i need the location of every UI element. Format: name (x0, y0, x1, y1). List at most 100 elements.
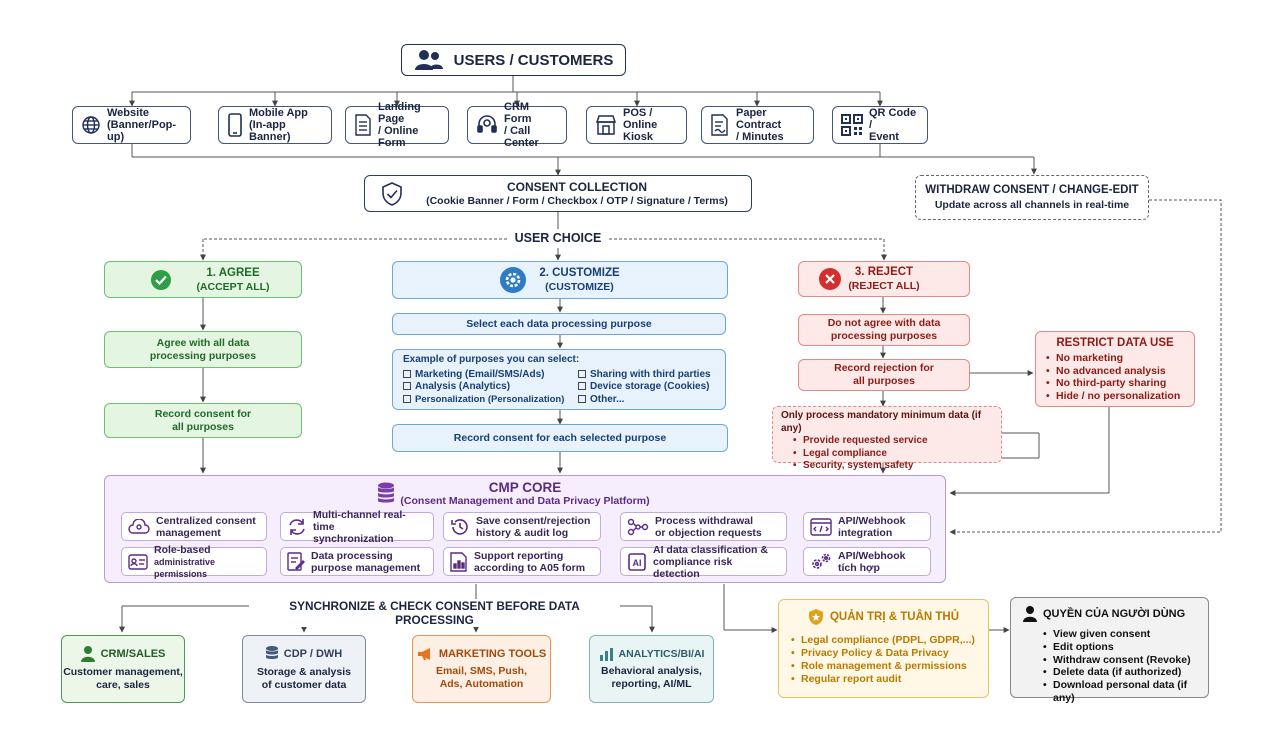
shield-star-icon (808, 608, 824, 626)
consent-collection-title: CONSENT COLLECTION (507, 179, 647, 194)
check-circle-icon (151, 269, 171, 290)
channel-line1: Website (107, 107, 149, 119)
mandatory-item: Provide requested service (793, 435, 993, 448)
database-icon (377, 482, 395, 504)
system-marketing-tools: MARKETING TOOLS Email, SMS, Push, Ads, A… (412, 635, 551, 703)
purpose-checkbox-item[interactable]: Analysis (Analytics) (403, 381, 578, 394)
reject-subtitle: (REJECT ALL) (848, 280, 920, 292)
customize-step-record-consent: Record consent for each selected purpose (392, 424, 728, 452)
reject-step1-line1: Do not agree with data (827, 317, 941, 329)
consent-collection-box: CONSENT COLLECTION (Cookie Banner / Form… (364, 175, 752, 212)
mandatory-list: Provide requested service Legal complian… (781, 435, 993, 473)
rights-item: Delete data (if authorized) (1043, 666, 1196, 679)
agree-option-box: 1. AGREE (ACCEPT ALL) (104, 261, 302, 298)
restrict-title: RESTRICT DATA USE (1056, 337, 1174, 349)
channel-landing-page: Landing Page/ Online Form (345, 101, 449, 149)
channel-line2: Kiosk (623, 131, 653, 143)
checkbox-icon (403, 394, 411, 403)
channel-line2: / Call Center (504, 125, 539, 149)
gear-icon (500, 267, 526, 293)
history-icon (450, 517, 470, 537)
reject-step-disagree: Do not agree with data processing purpos… (798, 314, 970, 346)
channel-line1: Landing Page (378, 101, 421, 125)
purpose-checkbox-item[interactable]: Other... (578, 394, 711, 407)
reject-step2-line2: all purposes (853, 375, 915, 387)
system-desc-line1: Customer management, (63, 666, 183, 678)
reject-title: 3. REJECT (854, 266, 914, 278)
customize-title: 2. CUSTOMIZE (539, 267, 620, 279)
channel-line2: Event (869, 131, 899, 143)
consent-collection-subtitle: (Cookie Banner / Form / Checkbox / OTP /… (426, 194, 728, 207)
restrict-item: No marketing (1046, 352, 1184, 365)
system-desc-line2: reporting, AI/ML (611, 678, 692, 690)
agree-title: 1. AGREE (206, 266, 260, 279)
agree-step-record-consent: Record consent for all purposes (104, 403, 302, 438)
channel-qr-code: QR Code /Event (832, 106, 928, 144)
system-cdp-dwh: CDP / DWH Storage & analysis of customer… (242, 635, 366, 703)
smartphone-icon (227, 113, 243, 137)
cmp-subtitle: (Consent Management and Data Privacy Pla… (400, 495, 650, 507)
network-nodes-icon (627, 518, 649, 536)
channel-line1: POS / Online (623, 107, 658, 131)
governance-title: QUẢN TRỊ & TUÂN THỦ (829, 610, 960, 623)
governance-item: Role management & permissions (791, 660, 976, 673)
withdraw-consent-box: WITHDRAW CONSENT / CHANGE-EDIT Update ac… (915, 175, 1149, 220)
customize-option-box: 2. CUSTOMIZE (CUSTOMIZE) (392, 261, 728, 299)
qr-code-icon (841, 114, 863, 136)
megaphone-icon (417, 647, 435, 661)
purpose-checkbox-item[interactable]: Device storage (Cookies) (578, 381, 711, 394)
reject-step1-line2: processing purposes (830, 330, 938, 342)
reject-option-box: 3. REJECT (REJECT ALL) (798, 261, 970, 297)
channel-line1: Paper Contract (736, 107, 782, 131)
ai-chip-icon: AI (627, 552, 647, 572)
system-analytics-bi-ai: ANALYTICS/BI/AI Behavioral analysis, rep… (589, 635, 714, 703)
governance-list: Legal compliance (PDPL, GDPR,...) Privac… (791, 634, 976, 686)
x-circle-icon (819, 268, 841, 290)
restrict-item: No advanced analysis (1046, 365, 1184, 378)
bar-chart-icon (599, 647, 615, 661)
cmp-core-box: CMP CORE (Consent Management and Data Pr… (104, 475, 946, 583)
id-card-icon (128, 553, 148, 570)
examples-title: Example of purposes you can select: (403, 354, 580, 365)
system-desc-line2: Ads, Automation (439, 678, 524, 690)
purpose-checkbox-item[interactable]: Personalization (Personalization) (403, 394, 578, 407)
channel-website: Website(Banner/Pop-up) (72, 106, 191, 144)
channel-crm-form: CRM Form/ Call Center (467, 101, 567, 149)
channel-line1: Mobile App (249, 107, 308, 119)
purpose-checkbox-item[interactable]: Marketing (Email/SMS/Ads) (403, 369, 578, 382)
system-title: ANALYTICS/BI/AI (618, 647, 705, 660)
rights-title: QUYỀN CỦA NGƯỜI DÙNG (1043, 607, 1186, 620)
checkbox-icon (578, 382, 586, 390)
document-edit-icon (287, 551, 305, 572)
channel-paper-contract: Paper Contract/ Minutes (701, 106, 814, 144)
purpose-checkbox-item[interactable]: Sharing with third parties (578, 369, 711, 382)
reject-step-record-rejection: Record rejection for all purposes (798, 359, 970, 391)
person-icon (1023, 606, 1037, 622)
customize-step3: Record consent for each selected purpose (453, 432, 667, 444)
store-icon (595, 114, 617, 136)
customize-examples-box: Example of purposes you can select: Mark… (392, 349, 726, 410)
channel-line2: / Online Form (378, 125, 419, 149)
users-title: USERS / CUSTOMERS (453, 51, 614, 69)
system-desc-line1: Email, SMS, Push, (435, 665, 528, 677)
checkbox-icon (578, 394, 586, 403)
shield-check-icon (381, 181, 403, 206)
withdraw-title: WITHDRAW CONSENT / CHANGE-EDIT (925, 183, 1139, 196)
cloud-users-icon (128, 518, 150, 535)
governance-item: Privacy Policy & Data Privacy (791, 647, 976, 660)
system-title: CDP / DWH (283, 647, 343, 660)
globe-icon (81, 115, 101, 135)
agree-step2-line1: Record consent for (154, 407, 252, 420)
agree-subtitle: (ACCEPT ALL) (196, 280, 270, 293)
channel-line1: CRM Form (504, 101, 532, 125)
channel-line2: / Minutes (736, 131, 784, 143)
system-crm-sales: CRM/SALES Customer management, care, sal… (61, 635, 185, 703)
reject-step2-line1: Record rejection for (834, 362, 934, 374)
feature-ai-classification: AI AI data classification &compliance ri… (620, 544, 787, 580)
customize-subtitle: (CUSTOMIZE) (545, 281, 614, 293)
